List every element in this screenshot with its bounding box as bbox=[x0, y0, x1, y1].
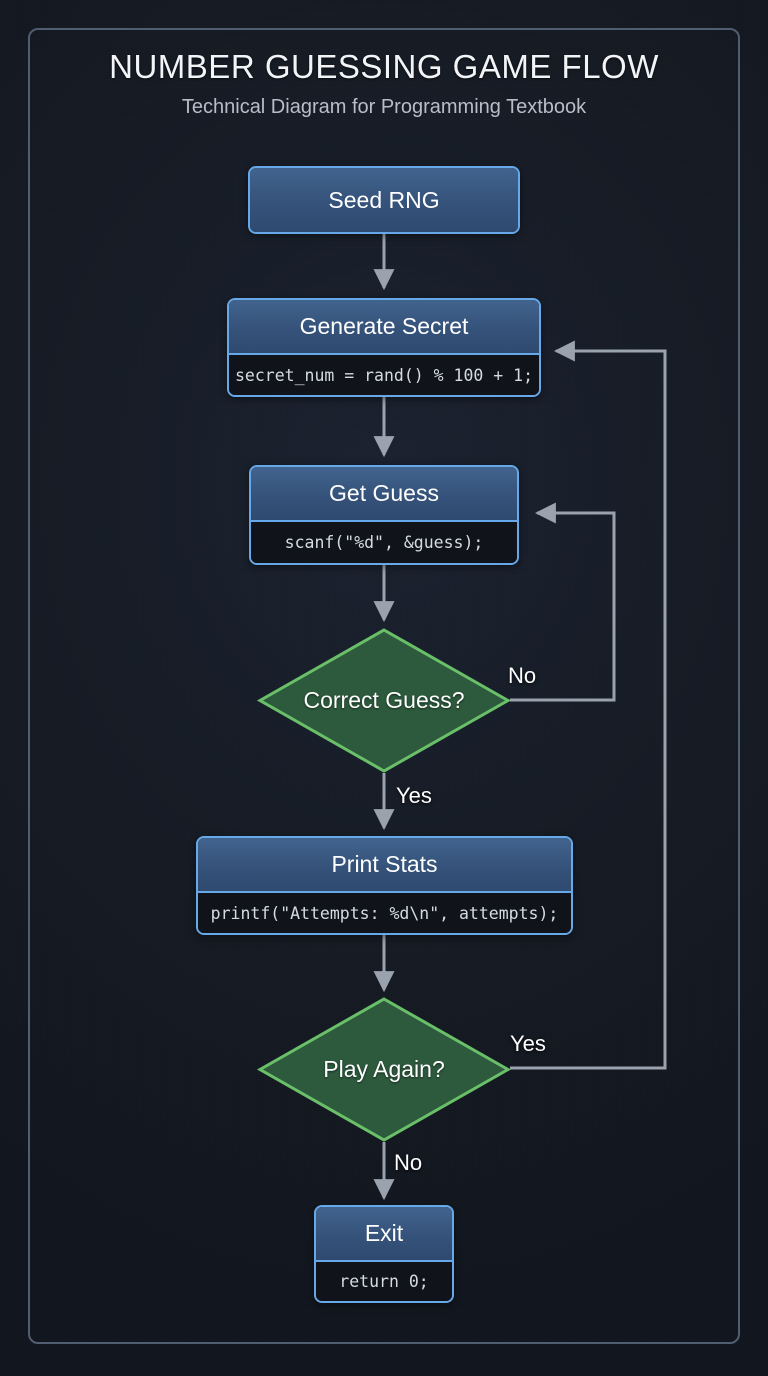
node-exit[interactable]: Exit return 0; bbox=[314, 1205, 454, 1303]
node-correct-guess-decision[interactable]: Correct Guess? bbox=[256, 628, 512, 773]
node-exit-code: return 0; bbox=[316, 1262, 452, 1301]
node-get-guess-code: scanf("%d", &guess); bbox=[251, 522, 517, 563]
node-print-stats-label: Print Stats bbox=[198, 838, 571, 893]
node-correct-guess-label: Correct Guess? bbox=[303, 687, 465, 713]
node-seed-rng[interactable]: Seed RNG bbox=[248, 166, 520, 234]
edge-label-again-yes: Yes bbox=[510, 1031, 546, 1056]
page-subtitle: Technical Diagram for Programming Textbo… bbox=[181, 96, 587, 118]
node-exit-label: Exit bbox=[316, 1207, 452, 1262]
node-generate-secret-label: Generate Secret bbox=[229, 300, 539, 355]
node-generate-secret-code: secret_num = rand() % 100 + 1; bbox=[229, 355, 539, 395]
diagram-frame bbox=[28, 28, 740, 1344]
edge-label-correct-no: No bbox=[508, 663, 537, 688]
node-generate-secret[interactable]: Generate Secret secret_num = rand() % 10… bbox=[227, 298, 541, 397]
page-title: NUMBER GUESSING GAME FLOW bbox=[109, 48, 659, 85]
node-seed-rng-label: Seed RNG bbox=[250, 168, 518, 232]
edge-label-correct-yes: Yes bbox=[396, 783, 432, 808]
node-play-again-label: Play Again? bbox=[323, 1056, 445, 1082]
edge-label-again-no: No bbox=[394, 1150, 423, 1175]
node-play-again-decision[interactable]: Play Again? bbox=[256, 997, 512, 1142]
node-print-stats[interactable]: Print Stats printf("Attempts: %d\n", att… bbox=[196, 836, 573, 935]
node-get-guess-label: Get Guess bbox=[251, 467, 517, 522]
node-print-stats-code: printf("Attempts: %d\n", attempts); bbox=[198, 893, 571, 933]
diamond-shape bbox=[256, 997, 512, 1142]
node-get-guess[interactable]: Get Guess scanf("%d", &guess); bbox=[249, 465, 519, 565]
edge-again-yes-to-generate bbox=[510, 340, 667, 1070]
edge-correct-no-to-guess bbox=[510, 502, 616, 702]
diamond-shape bbox=[256, 628, 512, 773]
